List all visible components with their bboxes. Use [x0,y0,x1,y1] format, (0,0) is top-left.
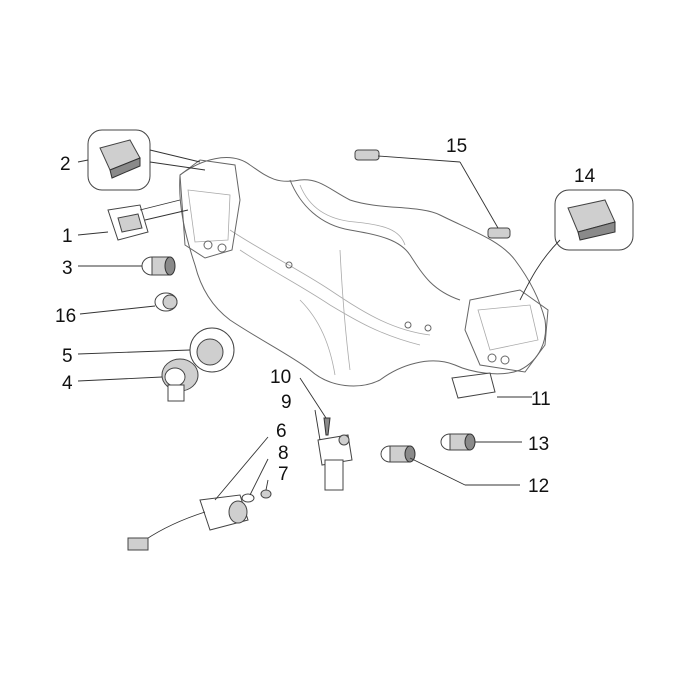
callout-labels: 2 1 3 16 5 4 10 9 6 8 7 11 13 12 14 15 [55,136,596,497]
callout-10: 10 [270,367,291,388]
part-2-switch [87,129,206,191]
part-5-ring [189,327,235,373]
part-7-nut [260,489,272,499]
part-1-switch [107,199,189,241]
part-9-switch [317,434,353,491]
part-8-washer [241,493,255,503]
part-11-lens [451,372,496,399]
part-14-switch [519,189,634,301]
callout-14: 14 [574,166,596,187]
callout-1: 1 [62,226,73,247]
callout-9: 9 [281,392,292,413]
callout-4: 4 [62,373,73,394]
handlebar-cover [179,157,549,387]
part-4-ignition-switch [161,358,199,402]
part-10-screw [323,417,331,436]
leader-lines [77,155,532,501]
callout-12: 12 [528,476,549,497]
part-3-button [141,256,176,276]
callout-3: 3 [62,258,73,279]
callout-16: 16 [55,306,76,327]
callout-6: 6 [276,421,287,442]
callout-11: 11 [531,389,551,410]
part-16-cap [154,292,178,312]
callout-5: 5 [62,346,73,367]
callout-15: 15 [446,136,467,157]
callout-8: 8 [278,443,289,464]
part-13-button [440,433,476,451]
callout-13: 13 [528,434,549,455]
callout-2: 2 [60,154,71,175]
callout-7: 7 [278,464,289,485]
part-15-bulb [354,149,511,239]
part-12-button [380,445,416,463]
part-6-lock-assembly [127,494,249,551]
